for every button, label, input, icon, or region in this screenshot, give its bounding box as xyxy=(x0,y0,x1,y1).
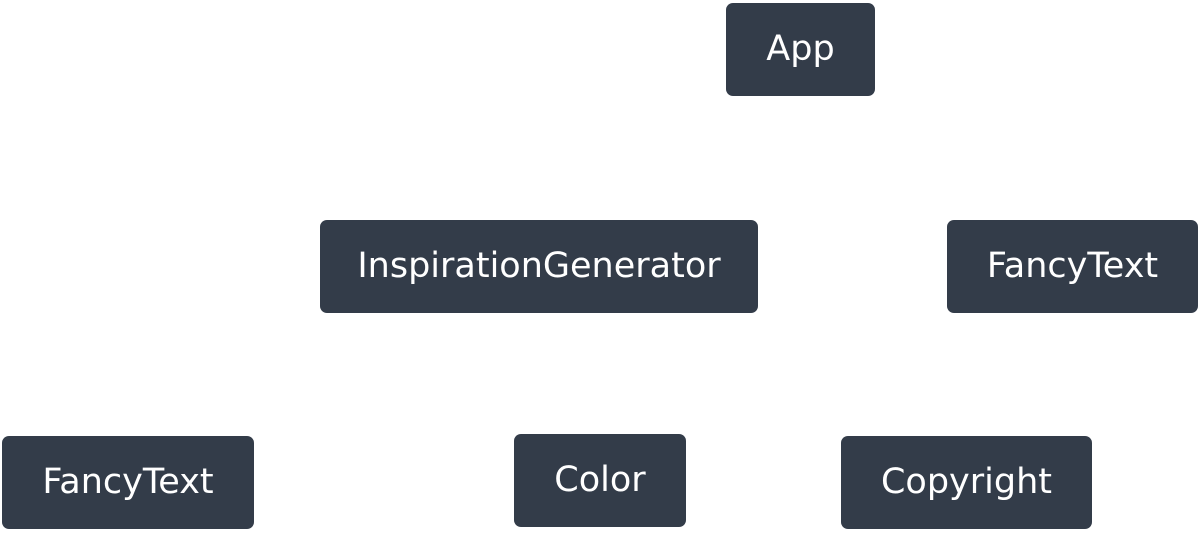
node-copyright: Copyright xyxy=(841,436,1092,529)
node-fancy-text-right: FancyText xyxy=(947,220,1198,313)
node-fancy-text-left: FancyText xyxy=(2,436,254,529)
node-copyright-label: Copyright xyxy=(880,462,1053,502)
node-app: App xyxy=(726,3,875,96)
node-app-label: App xyxy=(766,29,835,69)
node-inspiration-generator-label: InspirationGenerator xyxy=(357,246,721,286)
node-fancy-text-left-label: FancyText xyxy=(42,462,214,502)
node-inspiration-generator: InspirationGenerator xyxy=(320,220,758,313)
node-color-label: Color xyxy=(554,460,646,500)
node-color: Color xyxy=(514,434,686,527)
node-fancy-text-right-label: FancyText xyxy=(986,246,1159,286)
